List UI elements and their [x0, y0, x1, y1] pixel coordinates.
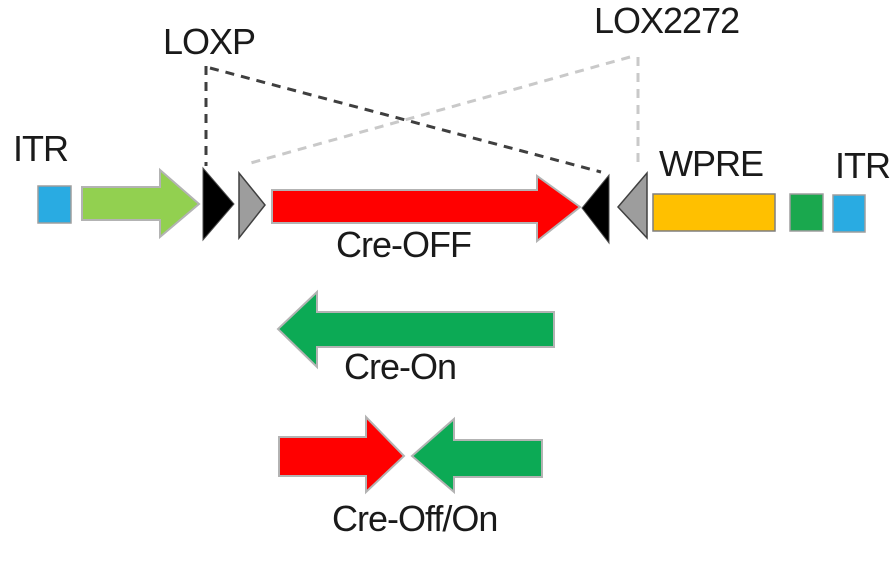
loxp-site-right-triangle — [581, 173, 610, 245]
leader-lines — [204, 55, 640, 174]
promoter-arrow — [81, 167, 201, 240]
cre-off-on-label: Cre-Off/On — [332, 498, 498, 539]
wpre-box — [652, 193, 776, 232]
cre-off-label: Cre-OFF — [336, 224, 472, 265]
itr-left-label: ITR — [13, 128, 69, 169]
lox2272-label: LOX2272 — [594, 0, 740, 41]
loxp-leader-diagonal — [209, 66, 602, 174]
lox2272-site-right-triangle — [616, 170, 648, 240]
itr-left-box — [37, 185, 72, 224]
loxp-label: LOXP — [163, 21, 256, 62]
lox2272-leader-diagonal — [246, 55, 631, 166]
cre-off-on-green-arrow — [410, 416, 543, 495]
cre-off-orf-arrow — [271, 174, 582, 244]
itr-right-label: ITR — [835, 145, 891, 186]
lox2272-site-left-triangle — [238, 170, 266, 241]
loxp-site-left-triangle — [202, 166, 235, 242]
wpre-label: WPRE — [659, 143, 764, 184]
cre-on-arrow — [276, 289, 555, 370]
cre-on-row — [276, 289, 555, 370]
itr-right-box — [832, 194, 866, 233]
reporter-green-box — [789, 193, 824, 232]
cre-on-label: Cre-On — [344, 346, 457, 387]
cre-off-on-red-arrow — [278, 414, 406, 495]
aav-construct-row — [37, 166, 866, 245]
cre-off-on-row — [278, 414, 543, 495]
